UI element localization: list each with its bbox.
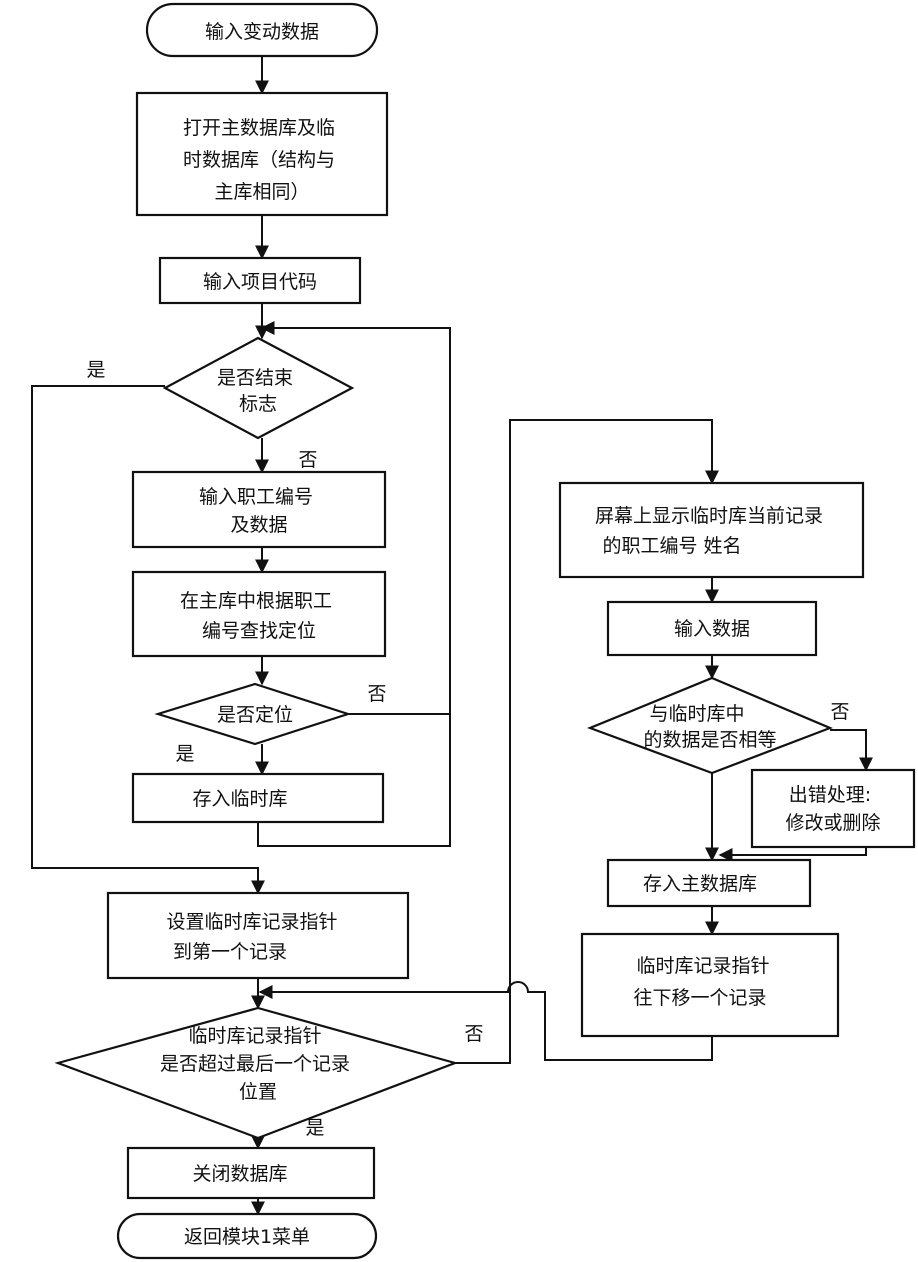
label-save-main: 存入主数据库 [643, 873, 757, 895]
process-input-code [158, 256, 362, 305]
process-close-db [126, 1146, 376, 1200]
label-start: 输入变动数据 [205, 21, 319, 43]
label-show-record: 屏幕上显示临时库当前记录 的职工编号 姓名 [595, 505, 829, 557]
decision-is-end [162, 336, 355, 440]
label-located: 是否定位 [217, 704, 293, 726]
edge-label-is-end-no: 否 [298, 449, 317, 471]
label-input-code: 输入项目代码 [203, 271, 317, 293]
edge-label-pointer-past-no: 否 [464, 1023, 483, 1045]
edge-label-located-no: 否 [367, 683, 386, 705]
terminal-return [116, 1212, 378, 1260]
process-show-record [558, 481, 865, 579]
label-input-data: 输入数据 [674, 618, 750, 640]
label-set-pointer: 设置临时库记录指针 到第一个记录 [166, 911, 343, 963]
edge-labels: 是 否 否 是 否 否 是 [86, 359, 849, 1139]
connector-lines [31, 56, 873, 1216]
label-compare: 与临时库中 的数据是否相等 [643, 703, 776, 751]
process-input-emp [131, 470, 387, 549]
label-error: 出错处理: 修改或删除 [785, 784, 880, 834]
label-locate: 在主库中根据职工 编号查找定位 [180, 590, 338, 642]
edge-next-back [258, 981, 713, 1061]
label-save-temp: 存入临时库 [192, 788, 287, 810]
edge-compare-no [830, 729, 873, 772]
edge-loop-back [257, 321, 451, 847]
label-return: 返回模块1菜单 [184, 1226, 310, 1248]
edge-label-pointer-past-yes: 是 [305, 1117, 324, 1139]
process-error [750, 768, 916, 849]
process-open-db [135, 91, 389, 217]
edge-error-back [718, 847, 867, 862]
process-set-pointer [106, 891, 410, 980]
decision-compare [586, 676, 833, 775]
terminal-start [145, 2, 379, 58]
node-labels: 输入变动数据 打开主数据库及临 时数据库（结构与 主库相同） 输入项目代码 是否… [160, 21, 881, 1248]
decision-located [154, 682, 352, 746]
process-locate [131, 570, 387, 658]
edge-label-is-end-yes: 是 [86, 359, 105, 381]
decision-pointer-past [54, 1006, 459, 1140]
edge-ptrpast-no [455, 419, 719, 1064]
label-input-emp: 输入职工编号 及数据 [199, 486, 319, 536]
process-input-data [606, 600, 818, 657]
process-save-temp [131, 772, 385, 824]
label-is-end: 是否结束 标志 [217, 367, 299, 415]
process-save-main [606, 858, 812, 908]
edge-label-compare-no: 否 [830, 701, 849, 723]
label-pointer-past: 临时库记录指针 是否超过最后一个记录 位置 [160, 1025, 356, 1103]
label-pointer-next: 临时库记录指针 往下移一个记录 [633, 955, 775, 1009]
label-open-db: 打开主数据库及临 时数据库（结构与 主库相同） [183, 117, 341, 203]
shapes [54, 2, 916, 1260]
edge-isend-yes [31, 385, 265, 895]
label-close-db: 关闭数据库 [192, 1163, 287, 1185]
process-pointer-next [580, 932, 840, 1038]
edge-label-located-yes: 是 [175, 743, 194, 765]
